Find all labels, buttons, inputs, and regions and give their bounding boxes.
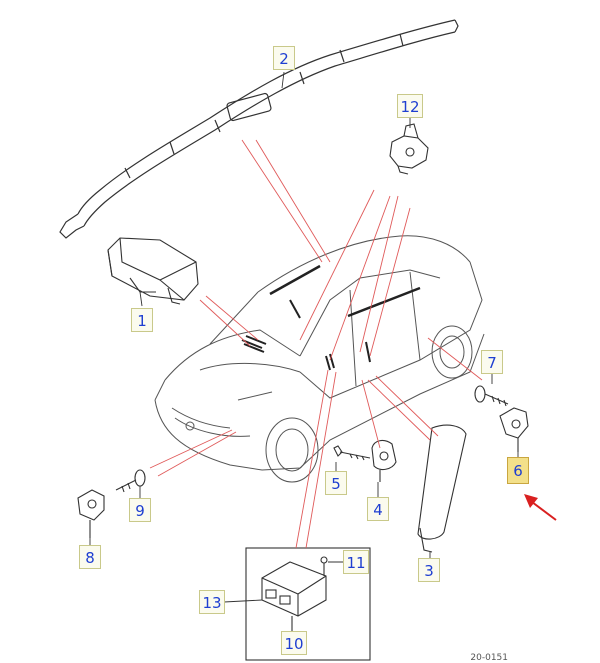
callout-6-highlighted[interactable]: 6 bbox=[507, 457, 529, 484]
callout-7[interactable]: 7 bbox=[481, 350, 503, 374]
diagram-reference-number: 20-0151 bbox=[470, 653, 508, 663]
leader-lines bbox=[149, 139, 483, 549]
part-3-side-airbag bbox=[417, 424, 467, 553]
callout-9[interactable]: 9 bbox=[129, 498, 151, 522]
part-1-airbag-module bbox=[107, 237, 199, 305]
callout-2[interactable]: 2 bbox=[273, 46, 295, 70]
callout-11[interactable]: 11 bbox=[343, 550, 369, 574]
vehicle-outline bbox=[154, 235, 485, 483]
part-9-screw bbox=[115, 469, 146, 493]
part-7-screw bbox=[474, 385, 509, 407]
callout-3[interactable]: 3 bbox=[418, 558, 440, 582]
highlight-arrow bbox=[524, 494, 557, 521]
part-8-sensor bbox=[77, 489, 105, 538]
callout-13[interactable]: 13 bbox=[199, 590, 225, 614]
part-4-impact-sensor bbox=[371, 439, 397, 482]
part-6-sensor bbox=[499, 407, 529, 452]
callout-12[interactable]: 12 bbox=[397, 94, 423, 118]
callout-10[interactable]: 10 bbox=[281, 631, 307, 655]
part-12-sensor bbox=[389, 123, 429, 175]
callout-1[interactable]: 1 bbox=[131, 308, 153, 332]
control-module-inset bbox=[245, 547, 371, 661]
callout-4[interactable]: 4 bbox=[367, 497, 389, 521]
callout-5[interactable]: 5 bbox=[325, 471, 347, 495]
part-2-curtain-airbag bbox=[59, 19, 459, 239]
vehicle-airbag-locations bbox=[241, 264, 421, 371]
callout-8[interactable]: 8 bbox=[79, 545, 101, 569]
part-5-screw bbox=[333, 445, 371, 461]
